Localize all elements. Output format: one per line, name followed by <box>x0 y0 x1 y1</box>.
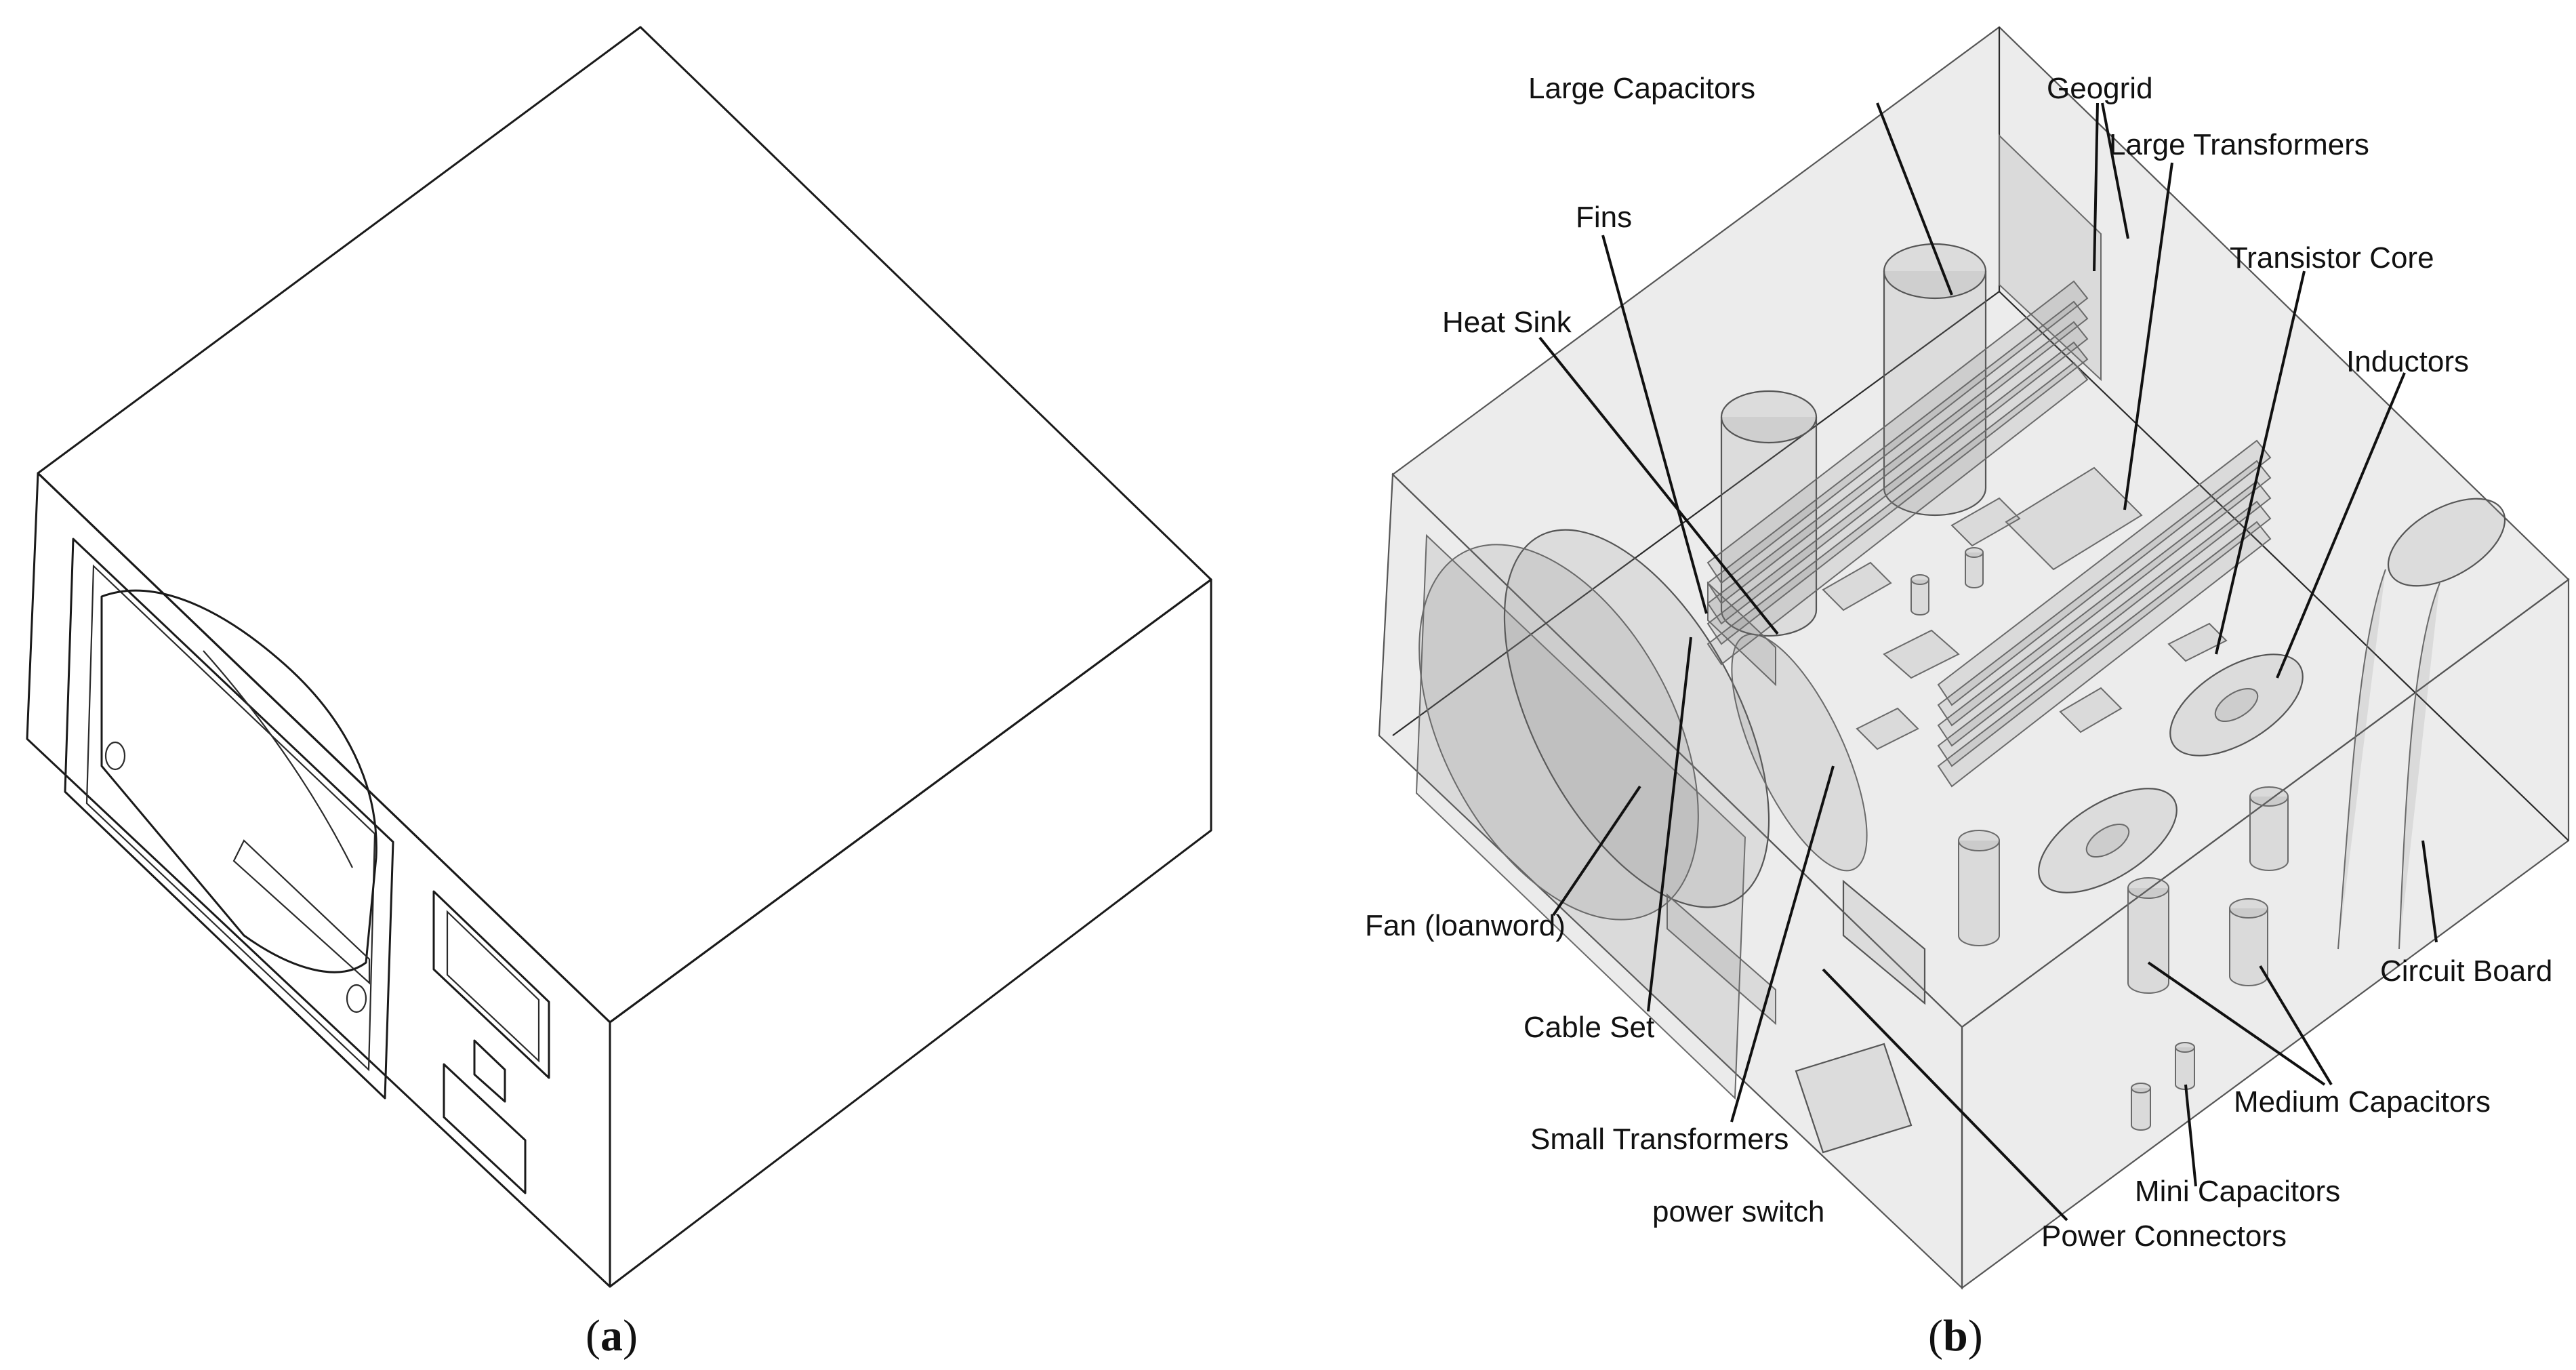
label-mini-capacitors: Mini Capacitors <box>2135 1175 2340 1208</box>
label-transistor-core: Transistor Core <box>2230 241 2434 275</box>
heat-sink-left <box>1706 280 2089 687</box>
medium-capacitors <box>1958 786 2289 994</box>
leader-lines <box>1538 102 2438 1222</box>
label-cable-set: Cable Set <box>1524 1011 1654 1044</box>
fan-opening <box>64 538 394 1100</box>
label-power-switch: power switch <box>1652 1195 1824 1228</box>
large-transformer-coil <box>2337 498 2506 950</box>
box-right-face <box>609 578 1212 1288</box>
caption-a: (a) <box>586 1311 638 1361</box>
label-heat-sink: Heat Sink <box>1442 306 1572 339</box>
label-circuit-board: Circuit Board <box>2380 954 2552 988</box>
label-fins: Fins <box>1576 201 1632 234</box>
label-large-transformers: Large Transformers <box>2109 128 2369 161</box>
component-labels: Large Capacitors Geogrid Large Transform… <box>1365 72 2552 1253</box>
label-large-capacitors: Large Capacitors <box>1528 72 1755 105</box>
connector-cutouts <box>432 890 550 1194</box>
panel-a-enclosure <box>26 26 1212 1288</box>
label-power-connectors: Power Connectors <box>2041 1220 2287 1253</box>
box-top-face <box>37 26 1212 1024</box>
label-small-transformers: Small Transformers <box>1530 1123 1788 1156</box>
fan-assembly <box>1415 529 1868 1100</box>
label-geogrid: Geogrid <box>2047 72 2153 105</box>
label-medium-capacitors: Medium Capacitors <box>2234 1085 2491 1119</box>
mini-capacitors <box>1910 547 2195 1131</box>
large-capacitors <box>1720 243 1987 637</box>
inductors <box>2038 653 2304 893</box>
label-inductors: Inductors <box>2346 345 2469 378</box>
heat-sink-right <box>1937 439 2272 788</box>
panel-b-enclosure <box>1378 26 2570 1290</box>
caption-b: (b) <box>1928 1311 1983 1361</box>
box-b-front-face <box>1378 472 1963 1290</box>
label-fan: Fan (loanword) <box>1365 909 1566 942</box>
small-components <box>1667 497 2228 1154</box>
box-front-face <box>26 472 611 1288</box>
